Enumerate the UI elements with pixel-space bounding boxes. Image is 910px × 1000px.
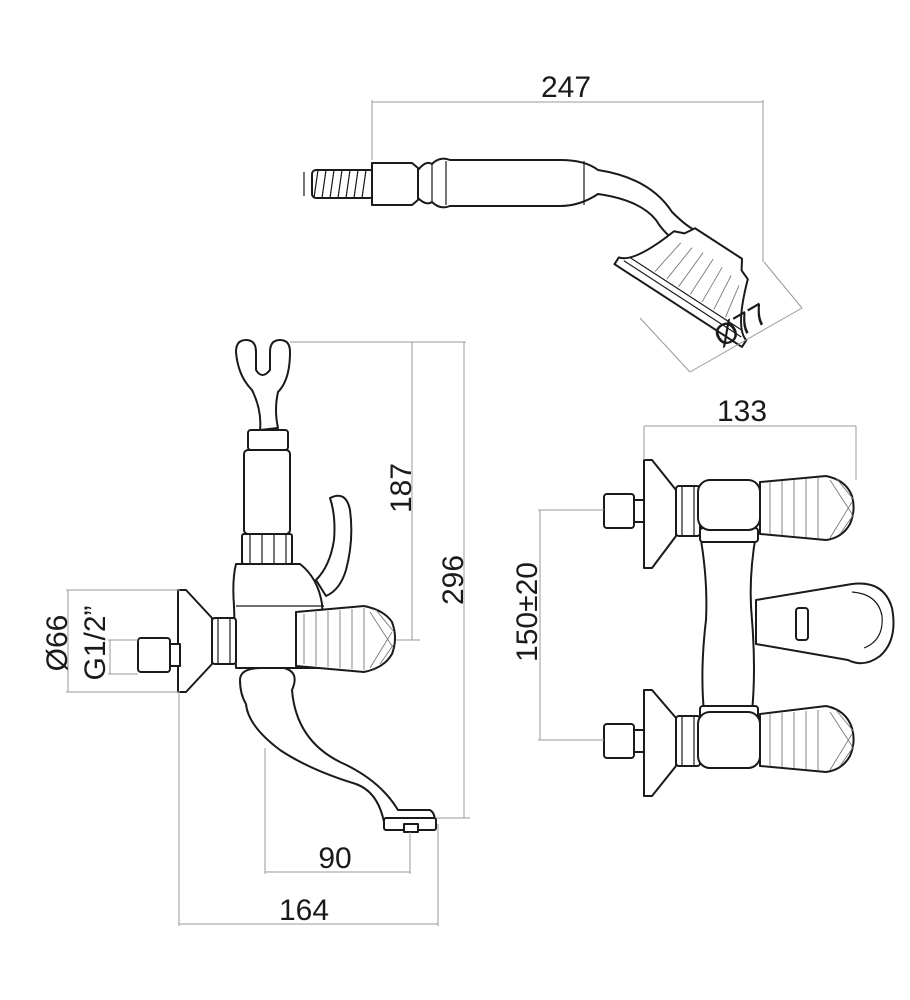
front-body bbox=[699, 533, 757, 713]
hand-shower-drawing bbox=[303, 100, 803, 373]
shower-handle bbox=[417, 157, 701, 249]
top-flange bbox=[643, 459, 677, 569]
mixer-front-view bbox=[538, 425, 895, 797]
shower-head bbox=[613, 227, 749, 348]
dim-mixer-width: 133 bbox=[717, 395, 767, 428]
front-top-handle bbox=[759, 475, 855, 541]
hose-spring bbox=[303, 169, 375, 199]
dim-overall-height: 296 bbox=[437, 555, 470, 605]
inlet-connector bbox=[137, 637, 171, 673]
front-bottom-handle bbox=[759, 705, 855, 773]
diverter-lever bbox=[315, 494, 353, 597]
front-spout bbox=[755, 582, 895, 665]
dim-inlet-centers: 150±20 bbox=[511, 562, 544, 662]
dim-hand-shower-length: 247 bbox=[541, 71, 591, 104]
dim-spout-projection: 90 bbox=[318, 842, 351, 875]
dim-overall-depth: 164 bbox=[279, 894, 329, 927]
tap-handle bbox=[295, 605, 396, 673]
mixer-side-view bbox=[66, 339, 470, 926]
dim-inlet-thread: G1/2” bbox=[79, 605, 112, 680]
wall-flange bbox=[177, 589, 213, 693]
eccentric-nut bbox=[211, 617, 237, 665]
holder-column bbox=[243, 449, 291, 535]
hose-connector bbox=[371, 162, 419, 206]
bath-spout bbox=[239, 667, 436, 823]
dim-flange-diameter: Ø66 bbox=[41, 615, 74, 672]
shower-holder-fork bbox=[235, 339, 291, 431]
bottom-flange bbox=[643, 689, 677, 797]
dim-holder-height: 187 bbox=[385, 463, 418, 513]
